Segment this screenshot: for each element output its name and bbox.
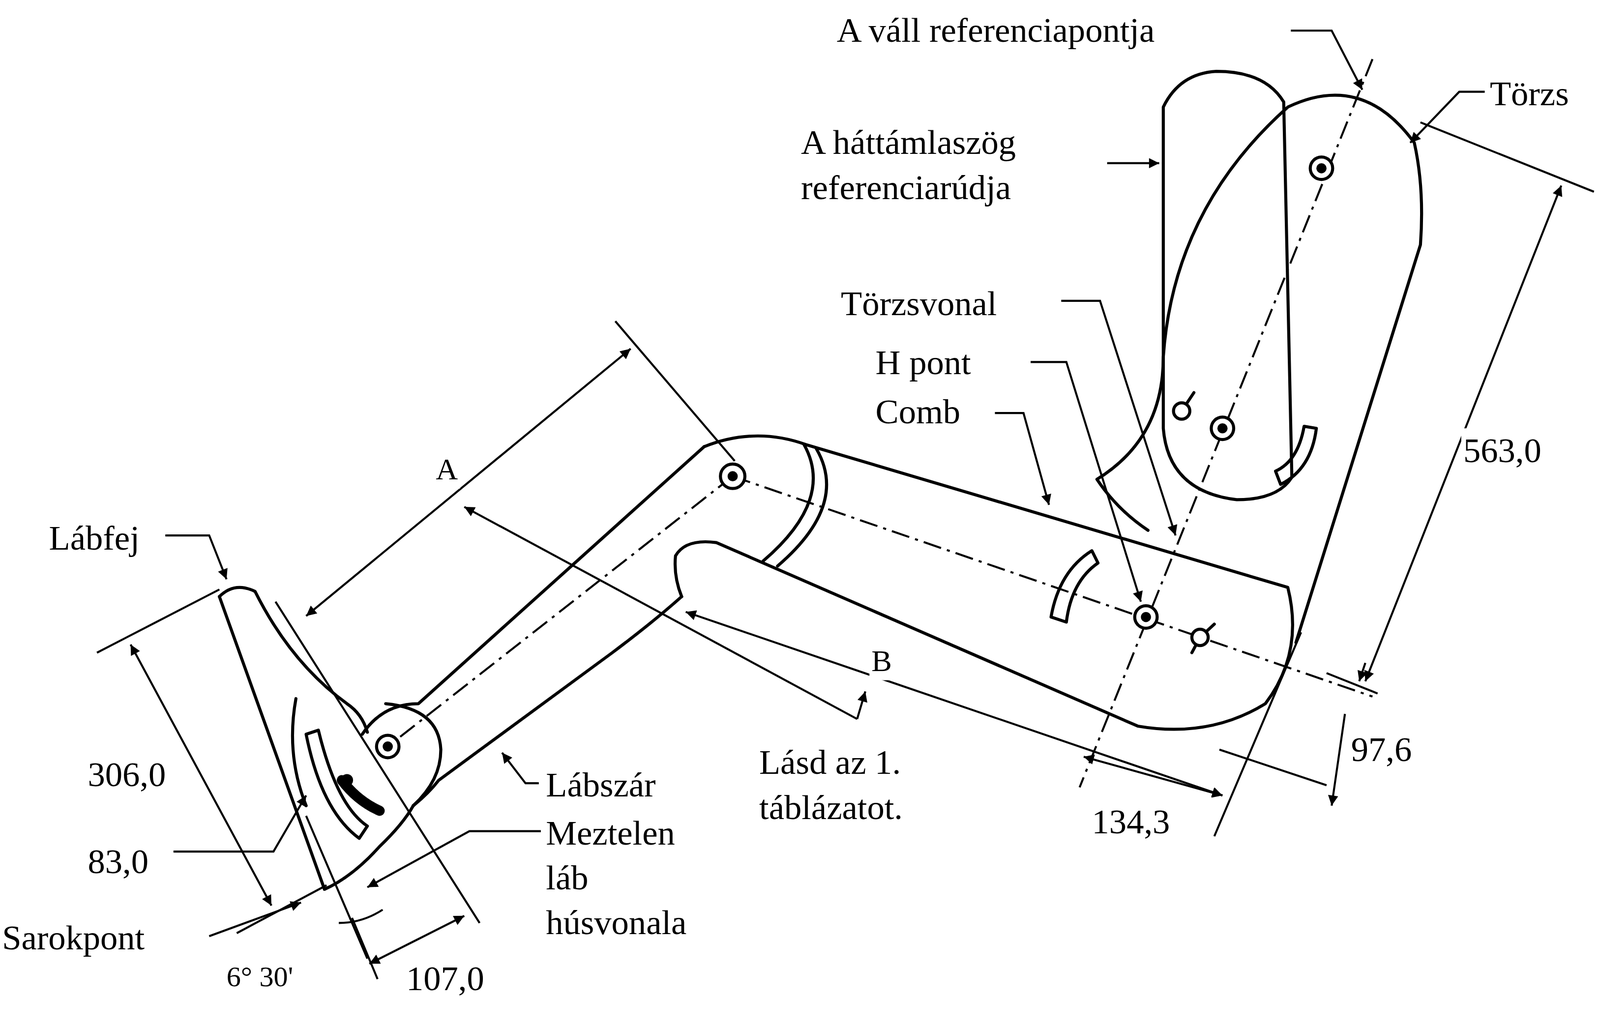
drawing-part <box>165 535 227 580</box>
drawing-part <box>464 506 858 719</box>
drawing-part <box>362 446 705 735</box>
drawing-part <box>219 71 1422 890</box>
drawing-part <box>340 773 354 787</box>
drawing-part <box>1275 426 1317 485</box>
drawing-part <box>720 464 745 489</box>
drawing-part <box>857 691 866 719</box>
callout-text: Lábfej <box>46 516 142 562</box>
drawing-part <box>306 816 368 959</box>
drawing-part <box>340 163 1327 787</box>
drawing-part <box>173 795 307 852</box>
drawing-part <box>1326 673 1378 694</box>
drawing-part <box>732 476 1373 697</box>
dimension-number: 306,0 <box>85 752 168 799</box>
drawing-part <box>615 321 735 461</box>
drawing-part <box>727 471 739 482</box>
drawing-part <box>1310 156 1334 180</box>
drawing-part <box>1214 632 1302 837</box>
drawing-part <box>208 902 301 937</box>
drawing-part <box>96 589 220 653</box>
drawing-part <box>994 413 1049 505</box>
drawing-part <box>1173 402 1190 419</box>
callout-text: A háttámlaszög referenciarúdja <box>799 120 1074 211</box>
drawing-part <box>1096 95 1422 643</box>
drawing-part <box>292 698 307 806</box>
drawing-part <box>763 444 814 561</box>
drawing-part <box>96 30 1594 979</box>
callout-text: Sarokpont <box>0 916 147 962</box>
callout-text: A váll referenciapontja <box>834 8 1157 54</box>
dimension-number: 97,6 <box>1349 727 1415 773</box>
drawing-part <box>777 448 827 567</box>
drawing-part <box>1030 361 1141 602</box>
drawing-part <box>1140 612 1152 623</box>
drawing-part <box>1217 423 1228 434</box>
drawing-part <box>502 752 539 784</box>
drawing-part <box>1410 91 1485 144</box>
dimension-number: 563,0 <box>1461 428 1544 474</box>
drawing-part <box>387 59 1373 788</box>
drawing-part <box>306 730 368 839</box>
drawing-part <box>1107 162 1160 165</box>
drawing-part <box>387 476 733 747</box>
drawing-part <box>275 601 480 923</box>
drawing-part <box>675 436 1293 730</box>
dimension-number: 83,0 <box>85 839 151 885</box>
note-text: Lásd az 1. táblázatot. <box>757 740 981 831</box>
drawing-part <box>1365 185 1562 682</box>
drawing-part <box>1219 749 1327 786</box>
drawing-part <box>352 918 378 979</box>
callout-text: Törzs <box>1487 71 1571 117</box>
callout-text: Törzsvonal <box>838 281 1000 327</box>
drawing-part <box>1083 756 1223 796</box>
angle-dimension: 6° 30' <box>224 958 296 996</box>
drawing-part <box>1420 122 1595 192</box>
callout-text: Comb <box>873 389 963 435</box>
drawing-part <box>1191 624 1215 653</box>
drawing-part <box>338 909 383 923</box>
drawing-part <box>376 156 1334 758</box>
callout-text: H pont <box>873 340 973 386</box>
dimension-number: 134,3 <box>1089 799 1172 845</box>
callout-text: Lábszár <box>543 763 658 809</box>
drawing-part <box>1191 629 1209 646</box>
drawing-part <box>306 348 631 616</box>
drawing-part <box>1079 59 1373 788</box>
drawing-part <box>1163 71 1292 500</box>
drawing-part <box>1290 30 1363 90</box>
drawing-part <box>367 831 541 888</box>
dimension-number: 107,0 <box>404 956 487 1003</box>
callout-text: Meztelen láb húsvonala <box>543 810 722 947</box>
dimension-letter: B <box>869 640 894 681</box>
dimension-letter: A <box>433 448 460 489</box>
drawing-part <box>382 741 393 752</box>
drawing-part <box>1134 605 1158 629</box>
drawing-part <box>1331 713 1345 806</box>
drawing-part <box>1061 300 1176 536</box>
drawing-part <box>1316 163 1327 174</box>
drawing-part <box>1211 416 1234 440</box>
drawing-part <box>1359 662 1365 682</box>
drawing-part <box>1051 550 1098 623</box>
drawing-part <box>376 735 400 759</box>
